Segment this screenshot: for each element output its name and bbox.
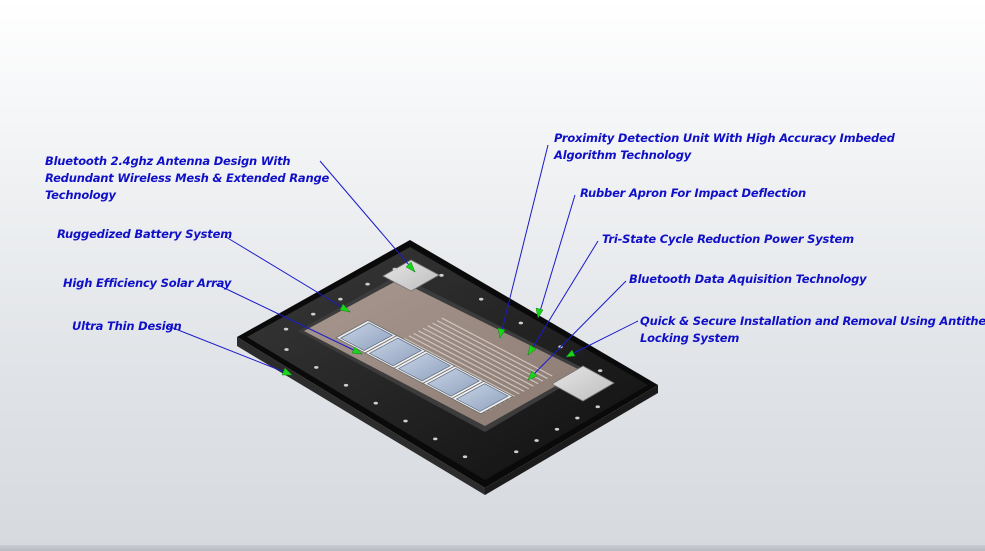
mounting-hole <box>284 348 289 351</box>
leader-thin <box>167 325 293 376</box>
callout-solar-line-1: High Efficiency Solar Array <box>63 276 232 290</box>
circuit-trace <box>427 325 539 385</box>
solar-cell <box>426 368 480 397</box>
mounting-hole <box>534 439 539 442</box>
callout-proximity: Proximity Detection Unit With High Accur… <box>554 130 895 164</box>
leader-data <box>527 280 627 381</box>
solar-cell <box>455 383 509 412</box>
mounting-hole <box>518 321 524 325</box>
leader-lines <box>167 144 639 381</box>
mounting-hole <box>343 383 349 387</box>
circuit-trace <box>422 327 534 387</box>
callout-data: Bluetooth Data Aquisition Technology <box>629 271 867 288</box>
mounting-hole <box>283 327 289 331</box>
circuit-trace <box>413 332 525 392</box>
mounting-hole <box>392 267 397 271</box>
mounting-hole <box>373 401 378 405</box>
mounting-hole <box>478 297 484 301</box>
callout-antenna: Bluetooth 2.4ghz Antenna Design With Red… <box>45 153 329 204</box>
mounting-hole <box>514 450 519 454</box>
mounting-hole <box>597 369 603 373</box>
mounting-hole <box>462 455 468 459</box>
mounting-hole <box>311 312 316 316</box>
solar-cell <box>339 322 393 351</box>
circuit-trace <box>408 335 520 395</box>
mounting-hole <box>338 297 343 301</box>
callout-antenna-line-1: Bluetooth 2.4ghz Antenna Design With <box>45 154 291 168</box>
leader-install <box>565 320 639 358</box>
callout-thin-line-1: Ultra Thin Design <box>72 319 182 333</box>
mounting-hole <box>403 419 408 423</box>
callout-apron: Rubber Apron For Impact Deflection <box>580 185 806 202</box>
arrow-apron <box>535 307 544 319</box>
callout-proximity-line-2: Algorithm Technology <box>554 148 692 162</box>
mounting-hole <box>439 273 444 277</box>
arrow-proximity <box>497 327 506 339</box>
callout-antenna-line-2: Redundant Wireless Mesh & Extended Range <box>45 171 330 185</box>
solar-cell <box>368 337 422 367</box>
leader-apron <box>537 194 576 319</box>
callout-data-line-1: Bluetooth Data Aquisition Technology <box>629 272 867 286</box>
circuit-trace <box>441 317 553 377</box>
mounting-hole <box>314 365 319 369</box>
callout-power: Tri-State Cycle Reduction Power System <box>602 231 854 248</box>
leader-proximity <box>499 144 549 339</box>
leader-power <box>527 240 599 356</box>
callout-thin: Ultra Thin Design <box>72 318 182 335</box>
callout-install-line-2: Locking System <box>640 331 740 345</box>
circuit-trace <box>432 322 544 382</box>
callout-solar: High Efficiency Solar Array <box>63 275 231 292</box>
callout-antenna-line-3: Technology <box>45 188 116 202</box>
sensor-pad <box>551 365 615 402</box>
leader-solar <box>215 283 363 355</box>
callout-apron-line-1: Rubber Apron For Impact Deflection <box>580 186 806 200</box>
arrow-heads <box>281 261 576 381</box>
callout-power-line-1: Tri-State Cycle Reduction Power System <box>602 232 854 246</box>
circuit-trace <box>436 320 548 380</box>
circuit-trace <box>403 337 515 397</box>
mounting-hole <box>595 405 600 409</box>
callout-battery: Ruggedized Battery System <box>57 226 232 243</box>
callout-install: Quick & Secure Installation and Removal … <box>640 313 985 347</box>
arrow-install <box>565 349 576 358</box>
leader-battery <box>225 236 351 313</box>
leader-antenna <box>319 160 416 273</box>
callout-proximity-line-1: Proximity Detection Unit With High Accur… <box>554 131 895 145</box>
callout-install-line-1: Quick & Secure Installation and Removal … <box>640 314 985 328</box>
arrow-battery <box>339 303 351 313</box>
arrow-data <box>527 370 538 381</box>
mounting-hole <box>365 282 370 286</box>
mounting-hole <box>554 427 560 431</box>
solar-cell <box>397 352 451 382</box>
antenna-pad <box>382 259 440 292</box>
arrow-solar <box>351 346 363 355</box>
callout-battery-line-1: Ruggedized Battery System <box>57 227 232 241</box>
mounting-hole <box>575 416 580 420</box>
bottom-strip <box>0 545 985 551</box>
circuit-trace <box>418 330 530 390</box>
arrow-antenna <box>405 261 416 273</box>
arrow-power <box>527 344 537 356</box>
mounting-hole <box>433 437 438 441</box>
arrow-thin <box>281 367 293 376</box>
